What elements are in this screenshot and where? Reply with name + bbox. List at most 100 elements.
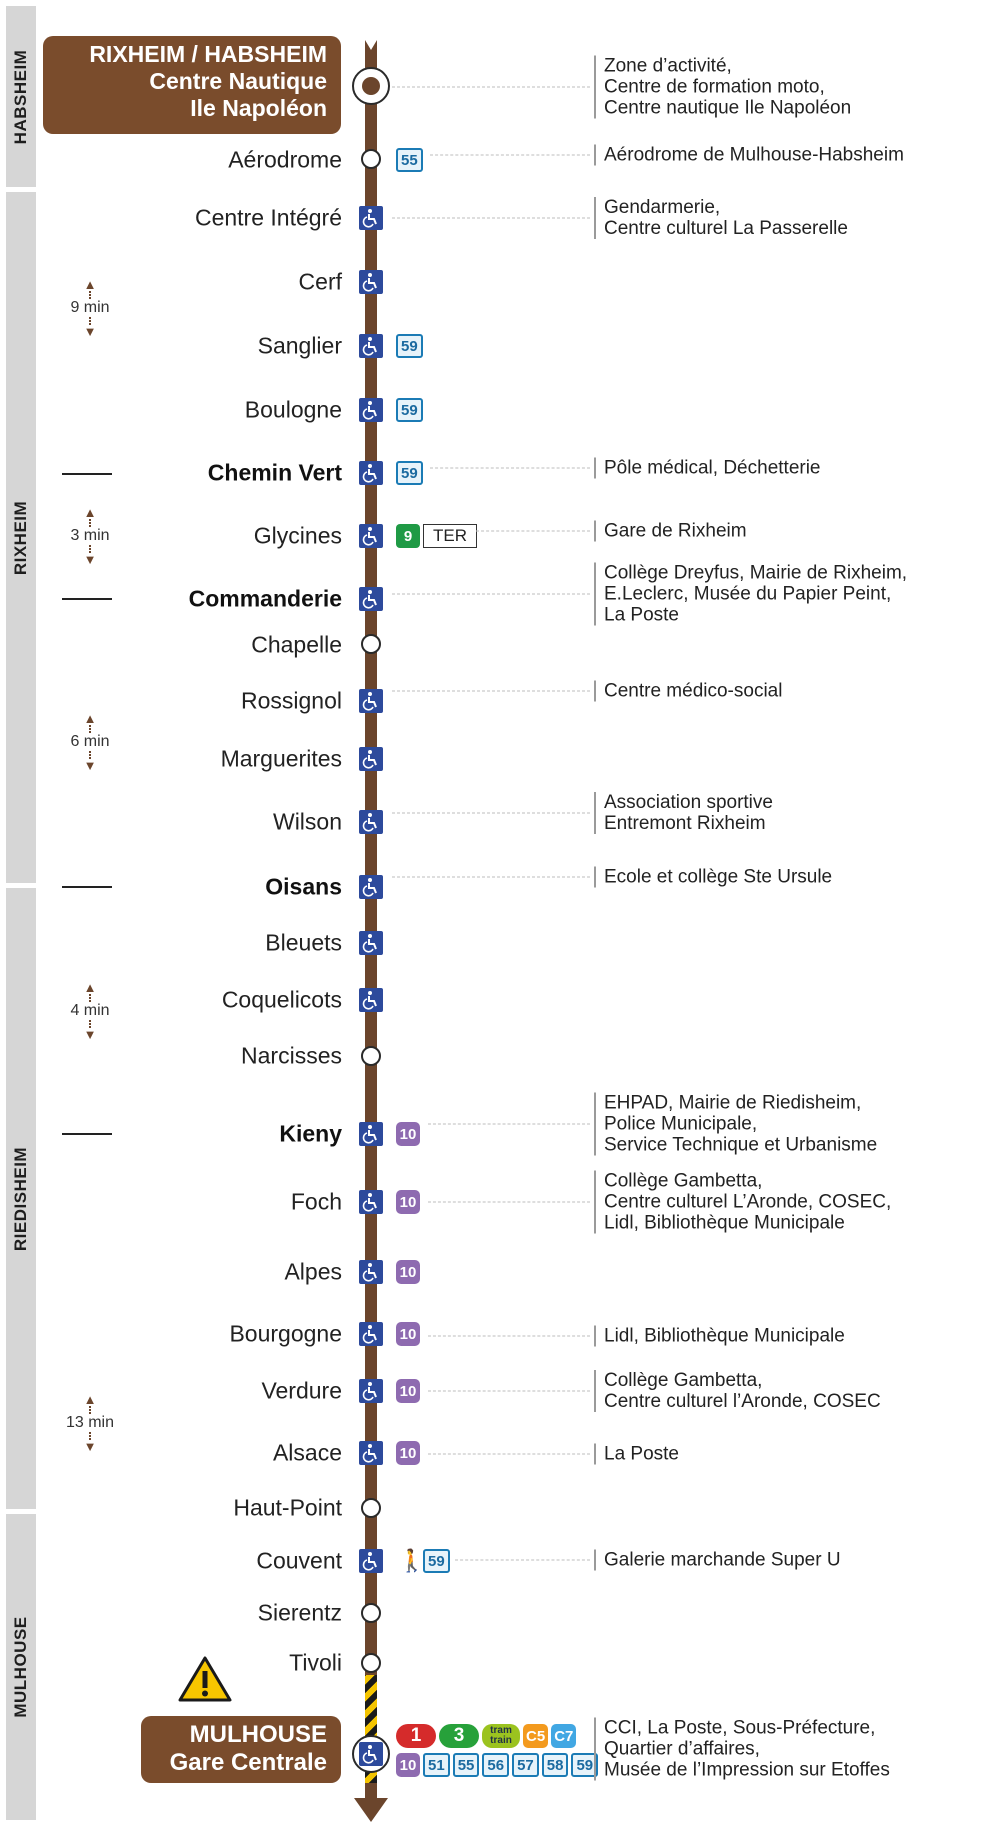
connections: 59 [423,1549,450,1573]
bus-line-badge[interactable]: 10 [396,1122,420,1146]
destination-line: Gendarmerie, [604,197,721,218]
tram-train-badge[interactable]: tram train [482,1724,520,1748]
accessible-icon [359,1441,383,1465]
section-divider [62,886,112,888]
stop-name[interactable]: Rossignol [241,687,342,714]
connections: 10 [396,1379,420,1403]
bus-line-badge[interactable]: 10 [396,1379,420,1403]
stop-name[interactable]: Bleuets [265,929,342,956]
bus-line-badge[interactable]: 10 [396,1753,420,1777]
stop-marker [361,1653,381,1673]
destination-line: CCI, La Poste, Sous-Préfecture, [604,1717,876,1739]
stop-name[interactable]: Commanderie [188,585,342,612]
bus-line-badge[interactable]: C5 [523,1724,549,1748]
bus-line-badge[interactable]: 59 [423,1549,450,1573]
bus-line-badge[interactable]: 58 [541,1753,569,1777]
bus-line-badge[interactable]: 55 [452,1753,480,1777]
accessible-icon [359,1122,383,1146]
stop-name[interactable]: Kieny [279,1120,342,1147]
connector-line [392,812,590,814]
connector-tick [594,1092,596,1156]
bus-line-badge[interactable]: 55 [396,148,423,172]
terminal-bottom[interactable]: MULHOUSE Gare Centrale [141,1716,341,1783]
accessible-icon [359,1322,383,1346]
bus-line-badge[interactable]: 59 [396,398,423,422]
zone-habsheim: HABSHEIM [6,6,36,187]
bus-line-badge[interactable]: 59 [571,1753,599,1777]
bus-line-badge[interactable]: 59 [396,461,423,485]
zone-label: MULHOUSE [11,1616,30,1718]
zone-label: RIEDISHEIM [11,1146,30,1251]
travel-time-label: 4 min [70,1002,110,1019]
terminal-bottom-line1: MULHOUSE [189,1721,327,1748]
tram-line-badge[interactable]: 3 [439,1724,479,1748]
travel-time-label: 13 min [65,1414,115,1431]
stop-name[interactable]: Glycines [253,522,342,549]
connector-tick [594,792,596,834]
line-start-arrow [365,40,377,52]
bus-line-badge[interactable]: 56 [482,1753,510,1777]
arrow-up-icon: ▲ [83,1392,97,1407]
travel-time-label: 6 min [70,733,110,750]
connector-tick [594,197,596,239]
bus-line-badge[interactable]: 10 [396,1441,420,1465]
bus-line-badge[interactable]: 10 [396,1190,420,1214]
stop-name[interactable]: Boulogne [244,396,342,423]
stop-name[interactable]: Centre Intégré [194,204,342,231]
stop-name[interactable]: Bourgogne [229,1320,342,1347]
connections: 10 [396,1441,420,1465]
stop-name[interactable]: Narcisses [241,1042,342,1069]
stop-name[interactable]: Sierentz [257,1599,342,1626]
destination-list: Lidl, Bibliothèque Municipale [604,1326,845,1347]
accessible-icon [359,524,383,548]
stop-name[interactable]: Sanglier [257,332,342,359]
stop-name[interactable]: Foch [290,1188,342,1215]
connections: 9 TER [396,524,477,548]
destination-line: Musée de l’Impression sur Etoffes [604,1759,890,1781]
stop-name[interactable]: Alpes [284,1258,342,1285]
bus-line-badge[interactable]: 9 [396,524,420,548]
destination-list: Gare de Rixheim [604,521,747,542]
connector-tick [594,520,596,542]
destination-line: Pôle médical, Déchetterie [604,457,821,479]
stop-marker [361,1603,381,1623]
stop-name[interactable]: Aérodrome [228,146,342,173]
zone-rixheim: RIXHEIM [6,192,36,883]
bus-line-badge[interactable]: 10 [396,1322,420,1346]
bus-line-badge[interactable]: 10 [396,1260,420,1284]
stop-name[interactable]: Cerf [298,268,342,295]
connector-tick [594,1717,596,1781]
stop-name[interactable]: Coquelicots [221,986,342,1013]
stop-name[interactable]: Verdure [261,1377,342,1404]
bus-line-badge[interactable]: 59 [396,334,423,358]
terminal-top[interactable]: RIXHEIM / HABSHEIM Centre Nautique Ile N… [43,36,341,134]
stop-name[interactable]: Alsace [272,1439,342,1466]
travel-time: ▲ 6 min ▼ [60,712,120,772]
stop-name[interactable]: Oisans [265,873,342,900]
connector-line [455,1559,590,1561]
destination-list: Galerie marchande Super U [604,1550,841,1571]
stop-name[interactable]: Couvent [256,1547,342,1574]
destination-line: Gare de Rixheim [604,520,747,542]
bus-line-badge[interactable]: C7 [551,1724,577,1748]
stop-name[interactable]: Chapelle [251,631,342,658]
arrow-up-icon: ▲ [83,277,97,292]
arrow-down-icon: ▼ [83,1439,97,1454]
section-divider [62,473,112,475]
stop-name[interactable]: Wilson [272,808,342,835]
stop-name[interactable]: Chemin Vert [207,459,342,486]
connector-tick [594,457,596,479]
connector-line [430,467,590,469]
stop-name[interactable]: Tivoli [289,1649,342,1676]
tram-train-label: train [490,1735,512,1746]
destination-line: Lidl, Bibliothèque Municipale [604,1212,845,1234]
tram-line-badge[interactable]: 1 [396,1724,436,1748]
destination-list: La Poste [604,1444,679,1465]
train-ter-badge[interactable]: TER [423,524,477,548]
destination-line: Galerie marchande Super U [604,1549,841,1571]
destination-list: Collège Dreyfus, Mairie de Rixheim,E.Lec… [604,563,907,626]
stop-name[interactable]: Marguerites [220,745,342,772]
stop-name[interactable]: Haut-Point [233,1494,342,1521]
bus-line-badge[interactable]: 57 [512,1753,539,1777]
bus-line-badge[interactable]: 51 [423,1753,450,1777]
